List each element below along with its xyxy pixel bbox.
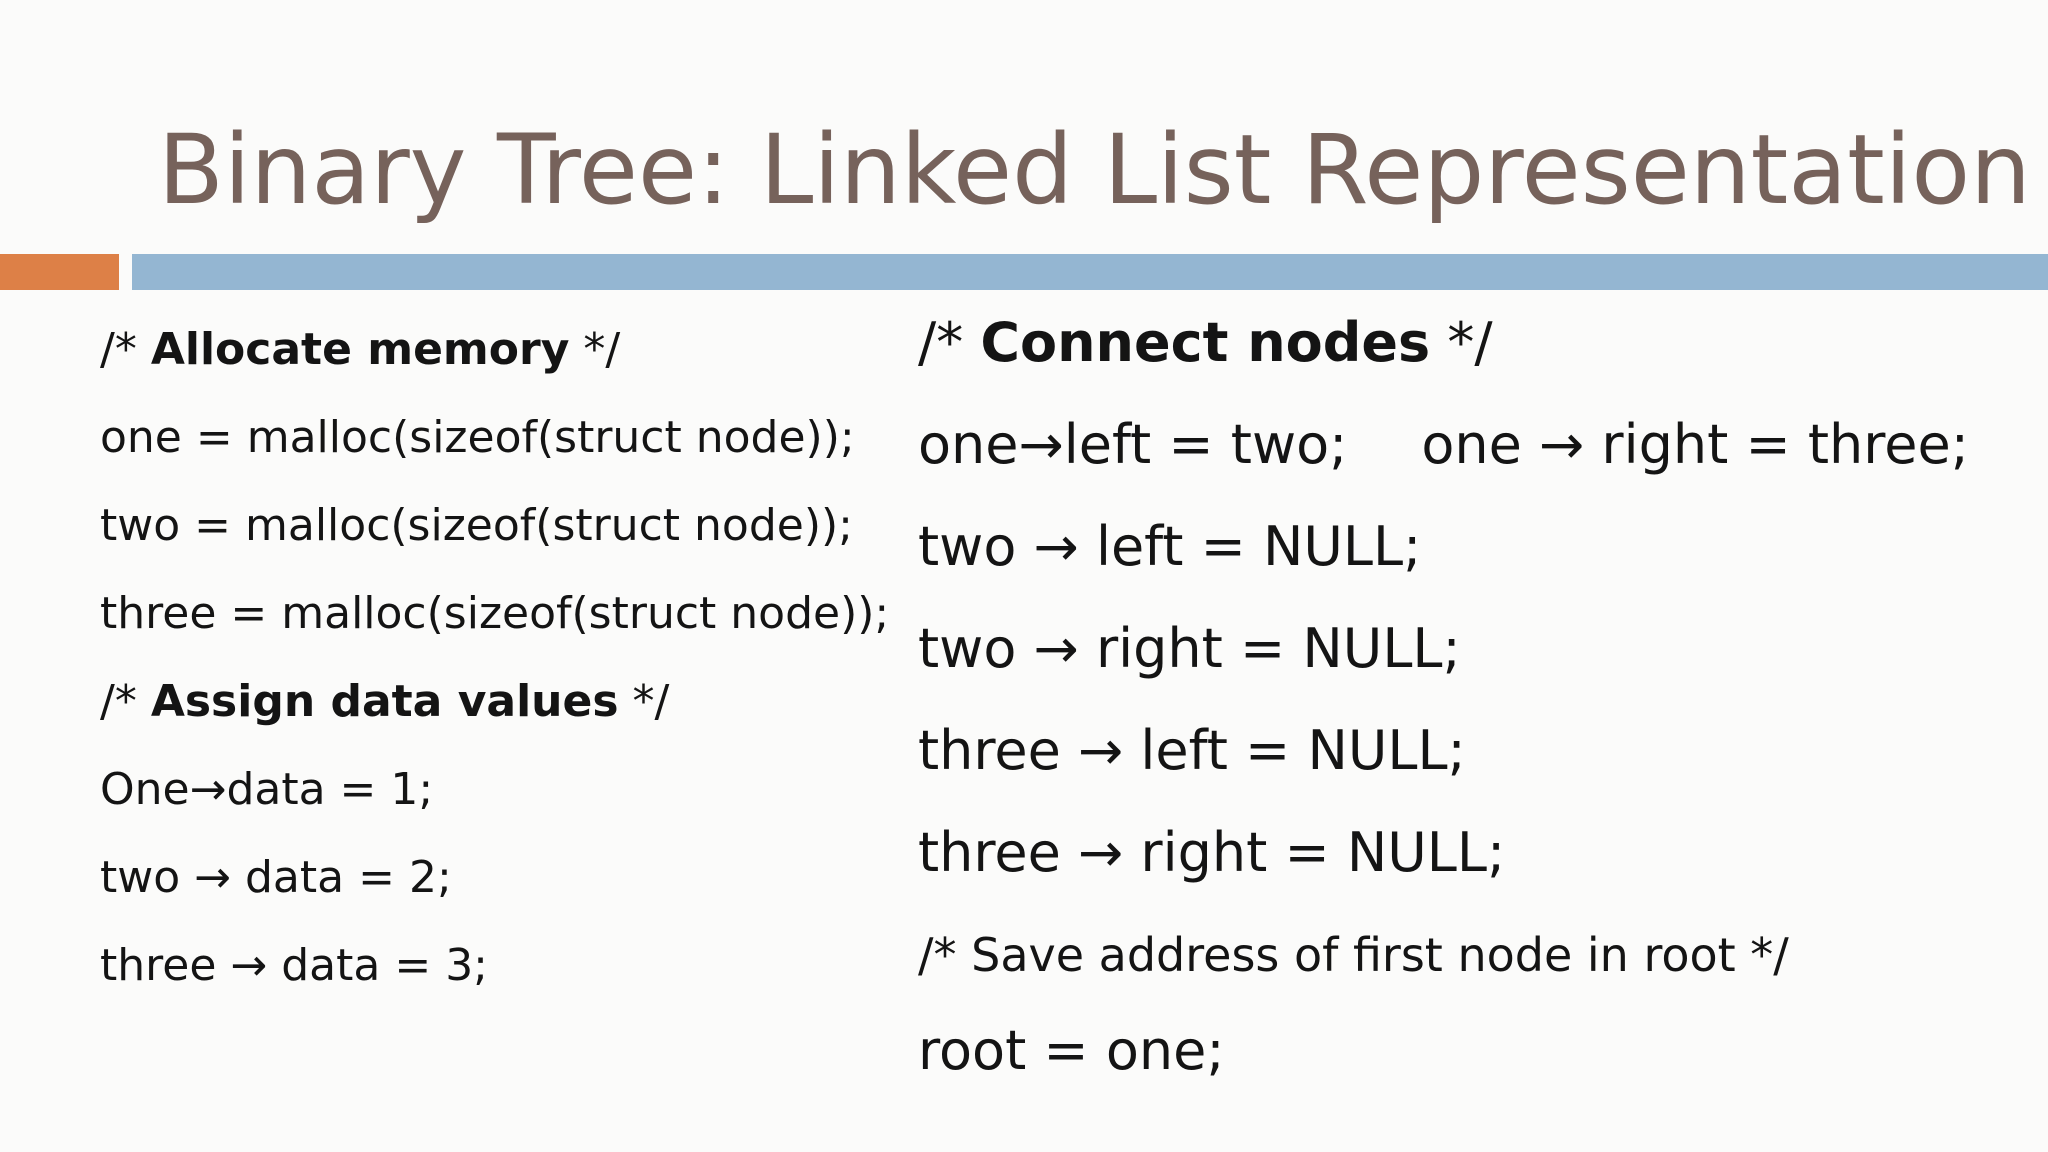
code-line-assign-two: two → data = 2; [100,852,452,903]
code-line-alloc-two: two = malloc(sizeof(struct node)); [100,500,853,551]
comment-bold-text: Allocate memory [150,324,570,375]
left-code-column: /* Allocate memory */ one = malloc(sizeo… [100,320,889,1024]
comment-bold-text: Assign data values [150,676,619,727]
comment-close: */ [1430,311,1493,374]
code-line-assign-one: One→data = 1; [100,764,434,815]
allocate-memory-comment: /* Allocate memory */ [100,320,889,408]
code-line-three-right: three → right = NULL; [918,821,1506,884]
code-line-alloc-three: three = malloc(sizeof(struct node)); [100,588,890,639]
title-divider-bar [132,254,2048,290]
assign-data-comment: /* Assign data values */ [100,672,889,760]
accent-bar [0,254,119,290]
code-line-root: root = one; [918,1019,1225,1082]
code-one-left: one→left = two; [918,413,1348,476]
comment-open: /* [100,324,151,375]
comment-open: /* [100,676,151,727]
code-line-assign-three: three → data = 3; [100,940,489,991]
code-line-two-left: two → left = NULL; [918,515,1422,578]
right-code-column: /* Connect nodes */ one→left = two; one →… [918,308,1969,1118]
save-root-comment: /* Save address of first node in root */ [918,928,1789,982]
connect-nodes-comment: /* Connect nodes */ [918,308,1969,410]
code-line-alloc-one: one = malloc(sizeof(struct node)); [100,412,855,463]
comment-close: */ [618,676,670,727]
code-line-three-left: three → left = NULL; [918,719,1466,782]
code-line-connect-one: one→left = two; one → right = three; [918,410,1969,512]
code-line-two-right: two → right = NULL; [918,617,1461,680]
comment-close: */ [569,324,621,375]
comment-open: /* [918,311,981,374]
slide-title: Binary Tree: Linked List Representation [158,114,2031,226]
code-one-right: one → right = three; [1421,413,1969,476]
comment-bold-text: Connect nodes [980,311,1431,374]
